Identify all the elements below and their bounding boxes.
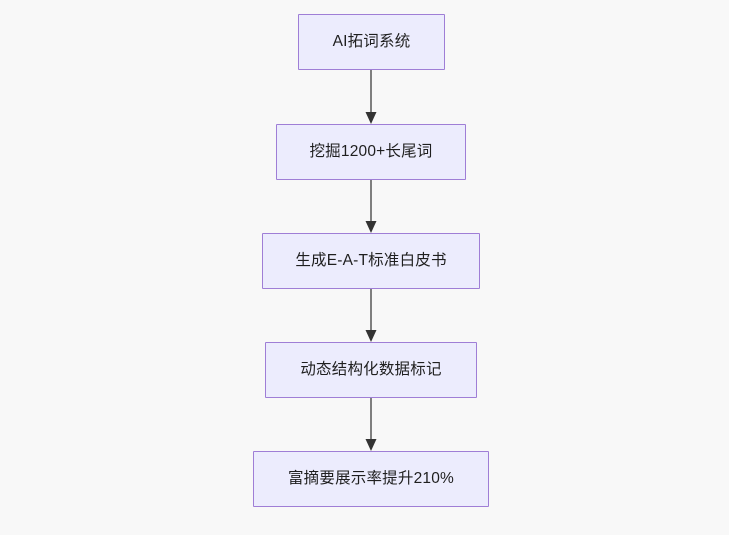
flowchart-node-4-label: 动态结构化数据标记	[300, 361, 442, 379]
flowchart-node-5[interactable]: 富摘要展示率提升210%	[253, 451, 489, 507]
edge-node3-to-node4	[355, 285, 387, 346]
flowchart-node-3-label: 生成E-A-T标准白皮书	[295, 252, 447, 270]
flowchart-node-2[interactable]: 挖掘1200+长尾词	[276, 124, 466, 180]
edge-node1-to-node2	[355, 66, 387, 128]
flowchart-node-4[interactable]: 动态结构化数据标记	[265, 342, 477, 398]
flowchart-node-2-label: 挖掘1200+长尾词	[309, 143, 433, 161]
flowchart-node-5-label: 富摘要展示率提升210%	[287, 470, 455, 488]
flowchart-node-3[interactable]: 生成E-A-T标准白皮书	[262, 233, 480, 289]
flowchart-node-1-label: AI拓词系统	[332, 33, 411, 51]
flowchart-node-1[interactable]: AI拓词系统	[298, 14, 445, 70]
edge-node4-to-node5	[355, 394, 387, 455]
edge-node2-to-node3	[355, 176, 387, 237]
